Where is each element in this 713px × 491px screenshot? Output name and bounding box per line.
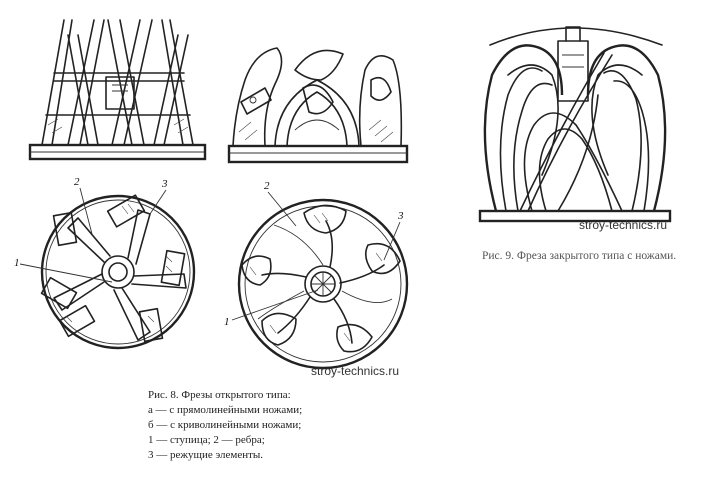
- fig8a-cutters: [40, 194, 186, 343]
- fig8-caption-line: 1 — ступица; 2 — ребра;: [148, 434, 265, 446]
- fig9-watermark: stroy-technics.ru: [579, 218, 668, 232]
- fig8b-label-hub: 1: [224, 316, 230, 328]
- fig8b-label-rib: 2: [264, 180, 270, 192]
- fig8-caption-line: а — с прямолинейными ножами;: [148, 404, 303, 416]
- fig9-caption: Рис. 9. Фреза закрытого типа с ножами.: [482, 250, 677, 262]
- fig8b-label-cutter: 3: [398, 210, 404, 222]
- fig8b-cutters: [241, 204, 401, 353]
- fig8b-ribs: [257, 220, 393, 344]
- fig8-caption-line: Рис. 8. Фрезы открытого типа:: [148, 389, 291, 401]
- fig8a-label-cutter: 3: [162, 178, 168, 190]
- fig8-watermark: stroy-technics.ru: [311, 364, 400, 378]
- fig8a-side-view: [28, 19, 207, 161]
- fig8b-side-view: [227, 47, 409, 164]
- fig8-caption-line: 3 — режущие элементы.: [148, 449, 264, 461]
- fig8a-plan-view: [40, 194, 196, 350]
- fig8-caption: Рис. 8. Фрезы открытого типа: а — с прям…: [148, 388, 302, 463]
- fig9-closed-cutter: [478, 26, 672, 223]
- fig8a-label-rib: 2: [74, 176, 80, 188]
- fig8-caption-line: б — с криволинейными ножами;: [148, 419, 302, 431]
- fig8b-plan-view: [237, 198, 409, 370]
- fig8a-label-hub: 1: [14, 257, 20, 269]
